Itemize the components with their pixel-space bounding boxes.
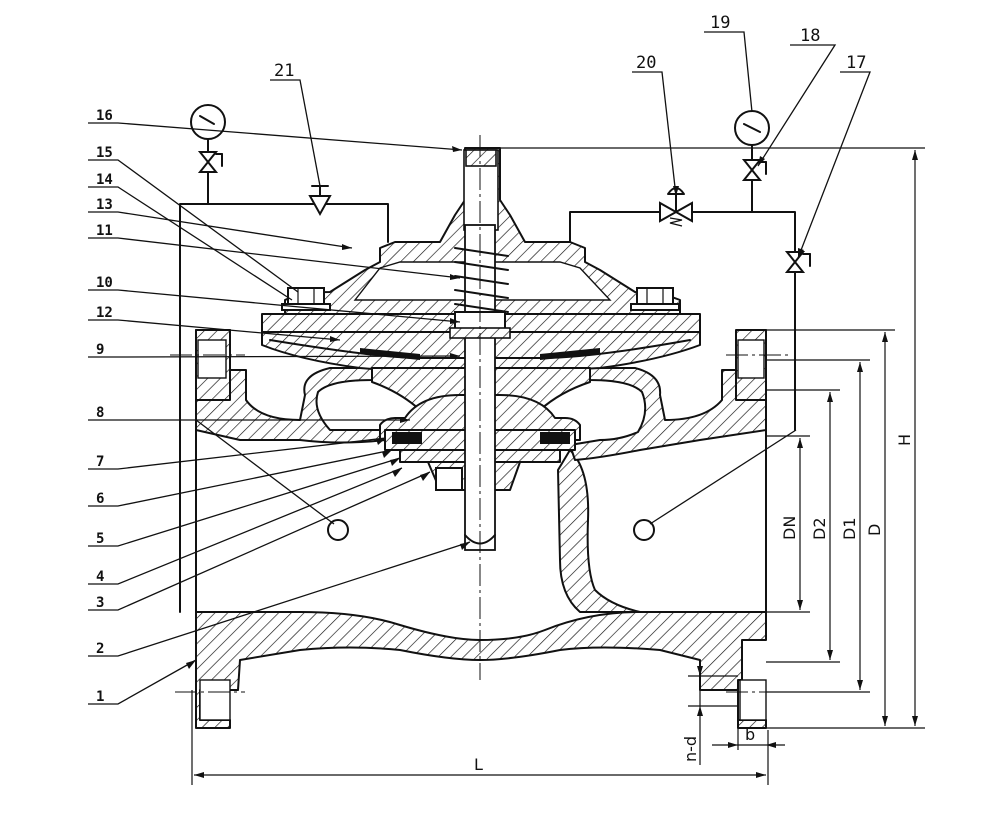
callout-2: 2 xyxy=(96,641,104,657)
callout-17: 17 xyxy=(846,53,866,73)
dim-D1: D1 xyxy=(840,518,859,541)
callout-10: 10 xyxy=(96,275,113,291)
callout-20: 20 xyxy=(636,53,656,73)
pilot-valve-icon xyxy=(659,187,693,227)
dim-nd: n-d xyxy=(681,736,700,762)
dim-D2: D2 xyxy=(810,518,829,541)
callout-9: 9 xyxy=(96,342,104,358)
dim-L: L xyxy=(474,755,483,774)
bolt-left xyxy=(281,287,331,311)
callout-leaders xyxy=(88,31,871,705)
needle-valve-icon xyxy=(308,185,332,217)
callout-13: 13 xyxy=(96,197,113,213)
pressure-gauge-left-icon xyxy=(190,104,226,191)
dimension-lines xyxy=(191,147,925,785)
callout-7: 7 xyxy=(96,454,104,470)
callout-18: 18 xyxy=(800,26,820,46)
callout-14: 14 xyxy=(96,172,113,188)
callout-3: 3 xyxy=(96,595,104,611)
callout-12: 12 xyxy=(96,305,113,321)
callout-8: 8 xyxy=(96,405,104,421)
callout-15: 15 xyxy=(96,145,113,161)
dim-H: H xyxy=(895,434,914,446)
dim-DN: DN xyxy=(780,516,799,540)
dim-D: D xyxy=(865,524,884,536)
callout-4: 4 xyxy=(96,569,104,585)
callout-16: 16 xyxy=(96,108,113,124)
pressure-gauge-right-icon xyxy=(734,110,770,197)
valve-body xyxy=(195,147,767,729)
callout-5: 5 xyxy=(96,531,104,547)
spring xyxy=(454,247,509,313)
dim-b: b xyxy=(745,725,755,744)
callout-21: 21 xyxy=(274,61,294,81)
callout-11: 11 xyxy=(96,223,113,239)
bolt-right xyxy=(630,287,680,311)
callout-6: 6 xyxy=(96,491,104,507)
callout-19: 19 xyxy=(710,13,730,33)
callout-1: 1 xyxy=(96,689,104,705)
